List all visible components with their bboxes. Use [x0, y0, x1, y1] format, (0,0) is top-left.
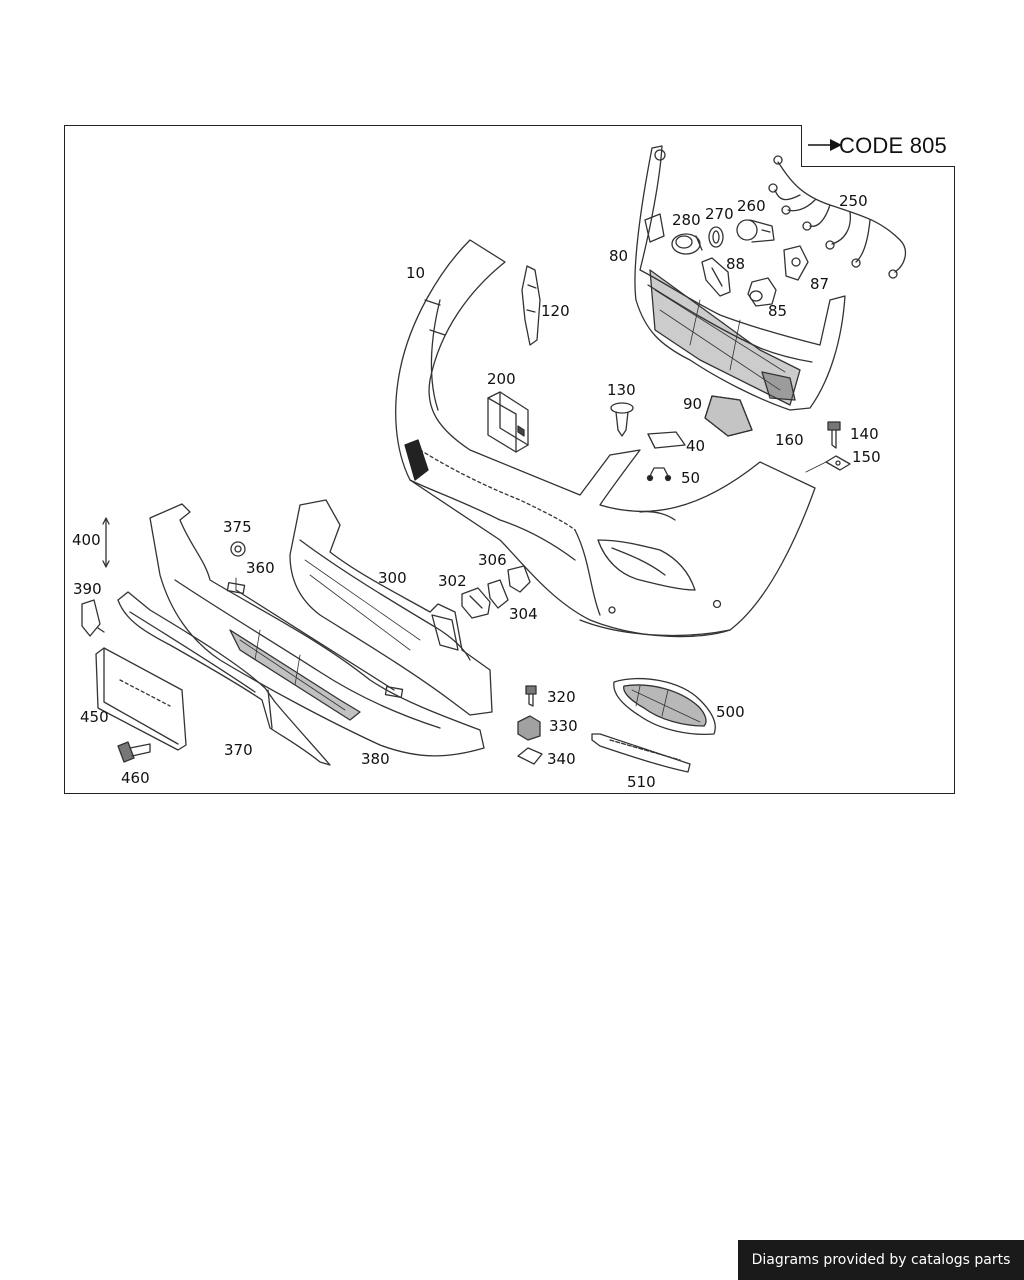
- label-200: 200: [487, 370, 516, 388]
- plate-holder-450-part: [95, 647, 187, 751]
- label-306: 306: [478, 551, 507, 569]
- screw-320-part: [525, 685, 537, 707]
- label-90: 90: [683, 395, 702, 413]
- label-50: 50: [681, 469, 700, 487]
- clip-340-part: [517, 747, 543, 765]
- label-140: 140: [850, 425, 879, 443]
- tow-cover-40-part: [647, 431, 686, 449]
- bracket-306-part: [507, 565, 531, 593]
- right-arrow-icon: [808, 139, 842, 151]
- cap-375-part: [230, 541, 246, 557]
- nut-150-part: [825, 455, 851, 471]
- trim-510-part: [591, 733, 691, 773]
- label-80: 80: [609, 247, 628, 265]
- label-320: 320: [547, 688, 576, 706]
- bracket-87-part: [783, 245, 809, 281]
- label-400: 400: [72, 531, 101, 549]
- bracket-304-part: [487, 579, 509, 609]
- grille-carrier-80-part: [634, 145, 846, 411]
- code-label: CODE 805: [839, 132, 947, 158]
- clip-50-part: [646, 467, 672, 482]
- label-130: 130: [607, 381, 636, 399]
- bumper-cover-part: [395, 239, 816, 638]
- clip-330-part: [517, 715, 541, 741]
- label-375: 375: [223, 518, 252, 536]
- code-805-box: CODE 805: [801, 125, 955, 167]
- sensor-260-part: [736, 219, 775, 243]
- label-250: 250: [839, 192, 868, 210]
- label-160: 160: [775, 431, 804, 449]
- sensor-85-part: [747, 277, 777, 307]
- ring-270-part: [708, 226, 724, 248]
- label-460: 460: [121, 769, 150, 787]
- diagram-frame: [64, 125, 955, 794]
- label-390: 390: [73, 580, 102, 598]
- label-88: 88: [726, 255, 745, 273]
- footer-text: Diagrams provided by catalogs parts: [751, 1252, 1011, 1268]
- label-40: 40: [686, 437, 705, 455]
- label-270: 270: [705, 205, 734, 223]
- lower-cover-360-part: [149, 503, 485, 757]
- label-380: 380: [361, 750, 390, 768]
- label-87: 87: [810, 275, 829, 293]
- label-302: 302: [438, 572, 467, 590]
- label-150: 150: [852, 448, 881, 466]
- bracket-302-part: [461, 587, 491, 619]
- label-510: 510: [627, 773, 656, 791]
- label-280: 280: [672, 211, 701, 229]
- leader-lines: [235, 461, 827, 591]
- label-85: 85: [768, 302, 787, 320]
- bracket-120-part: [521, 265, 541, 346]
- label-340: 340: [547, 750, 576, 768]
- mesh-90-part: [704, 395, 753, 437]
- footer-credit: Diagrams provided by catalogs parts: [738, 1240, 1024, 1280]
- label-360: 360: [246, 559, 275, 577]
- label-370: 370: [224, 741, 253, 759]
- bolt-460-part: [117, 741, 151, 763]
- side-grille-500-part: [613, 677, 716, 736]
- label-330: 330: [549, 717, 578, 735]
- sensor-280-part: [671, 233, 703, 255]
- label-304: 304: [509, 605, 538, 623]
- screw-140-part: [827, 421, 841, 449]
- impact-bar-300-part: [289, 499, 493, 716]
- wiring-harness-250-part: [768, 155, 907, 279]
- part-labels: 10 120 200 130 90 40 50 160 140 150 80 2…: [72, 192, 881, 791]
- dimension-400-part: [102, 517, 110, 568]
- label-300: 300: [378, 569, 407, 587]
- control-unit-200-part: [487, 391, 529, 453]
- label-500: 500: [716, 703, 745, 721]
- label-120: 120: [541, 302, 570, 320]
- clip-130-part: [610, 402, 634, 437]
- label-10: 10: [406, 264, 425, 282]
- bracket-88-part: [701, 257, 731, 297]
- bracket-390-part: [81, 599, 105, 637]
- trim-370-part: [117, 591, 331, 766]
- label-260: 260: [737, 197, 766, 215]
- label-450: 450: [80, 708, 109, 726]
